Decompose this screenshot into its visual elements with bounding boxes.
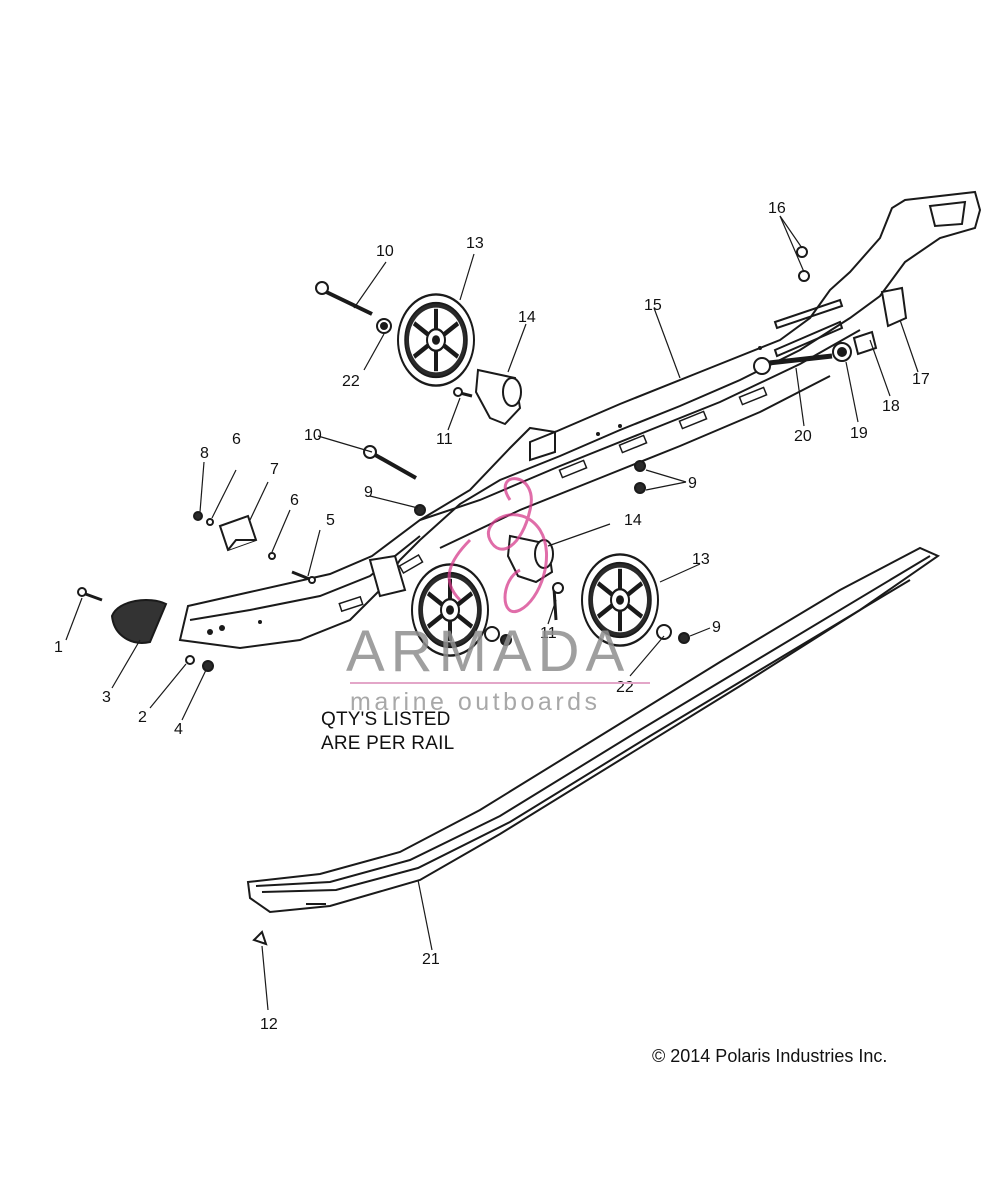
callout-22a: 22 [342,373,360,390]
quantity-note-line2: ARE PER RAIL [321,733,455,754]
callout-8: 8 [200,445,209,462]
rail-holes [207,346,762,635]
watermark-brand: ARMADA [346,619,631,684]
callout-6b: 6 [290,492,299,509]
callout-17: 17 [912,371,930,388]
hyfax-wear-strip [246,546,941,914]
callout-14a: 14 [518,309,536,326]
callout-7: 7 [270,461,279,478]
callout-9a: 9 [364,484,373,501]
callout-21: 21 [422,951,440,968]
callout-9b: 9 [688,475,697,492]
callout-14b: 14 [624,512,642,529]
copyright-notice: © 2014 Polaris Industries Inc. [652,1046,888,1066]
callout-15: 15 [644,297,662,314]
callout-20: 20 [794,428,812,445]
callout-5: 5 [326,512,335,529]
callout-3: 3 [102,689,111,706]
callout-10b: 10 [304,427,322,444]
callout-11b: 11 [540,625,557,642]
callout-6a: 6 [232,431,241,448]
callout-19: 19 [850,425,868,442]
watermark-divider [350,682,650,684]
quantity-note-line1: QTY'S LISTED [321,709,451,730]
callout-18: 18 [882,398,900,415]
rail-slots [338,386,768,613]
leader-lines [65,215,919,1011]
watermark-tagline: marine outboards [350,688,601,716]
quantity-note: QTY'S LISTED ARE PER RAIL [321,708,454,756]
callout-12: 12 [260,1016,278,1033]
callout-1: 1 [54,639,63,656]
callout-numbers: 1 2 3 4 5 6 6 7 8 9 9 9 9 10 10 11 11 12… [54,200,930,1033]
callout-2: 2 [138,709,147,726]
callout-10a: 10 [376,243,394,260]
callout-13b: 13 [692,551,710,568]
wheel-bracket-upper [474,368,522,426]
callout-9c: 9 [712,619,721,636]
watermark-ribbon-logo [447,477,549,614]
callout-4: 4 [174,721,183,738]
hardware [77,246,908,946]
idler-wheel-upper [398,294,474,385]
callout-11a: 11 [436,431,453,448]
callout-13a: 13 [466,235,484,252]
callout-16: 16 [768,200,786,217]
